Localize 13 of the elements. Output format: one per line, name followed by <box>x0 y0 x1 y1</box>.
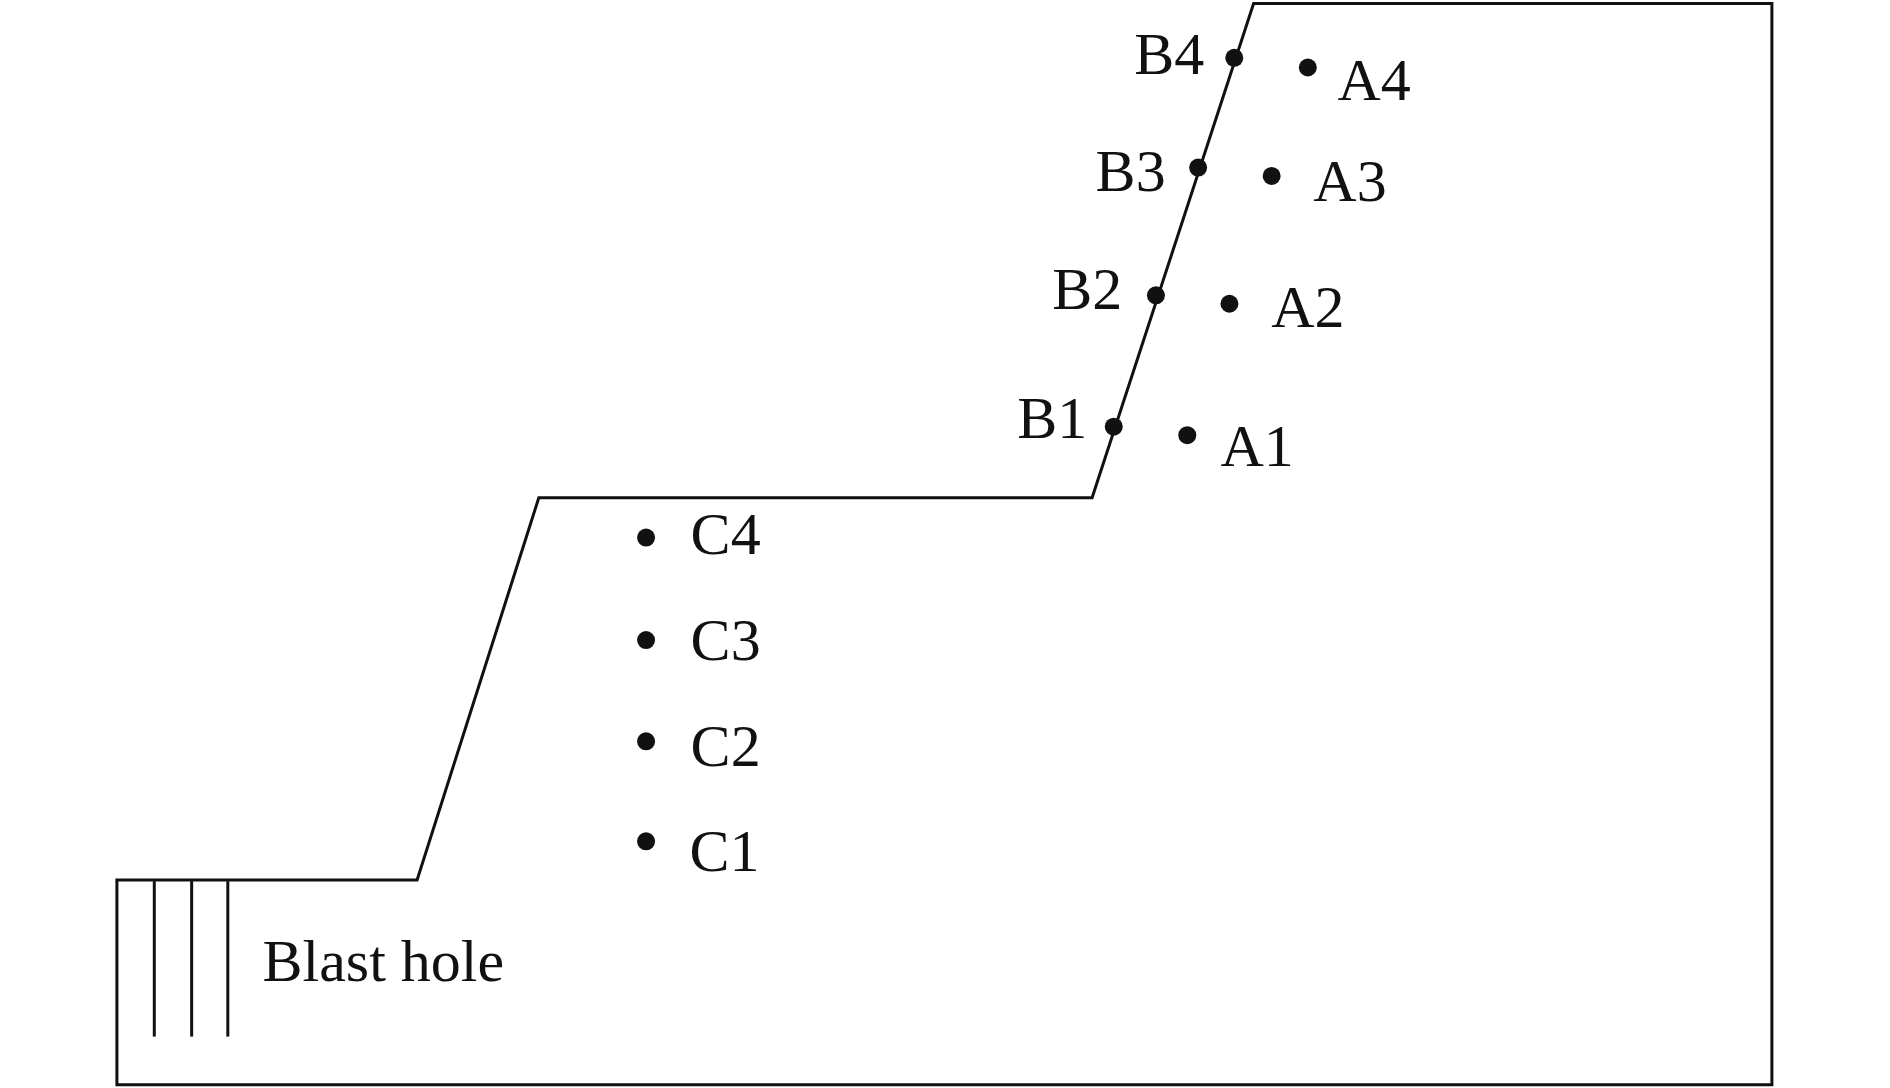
point-label: B3 <box>1095 141 1166 202</box>
point-label: B2 <box>1052 259 1123 320</box>
point-label: A4 <box>1337 49 1411 110</box>
point-label: C4 <box>690 503 761 564</box>
point-label: A3 <box>1313 150 1387 211</box>
point-label: A2 <box>1271 277 1345 338</box>
point-label: A1 <box>1220 415 1294 476</box>
point-label: B1 <box>1017 388 1088 449</box>
blast-hole-label: Blast hole <box>262 930 505 991</box>
point-label: C1 <box>689 820 760 881</box>
point-label: C2 <box>690 716 761 777</box>
point-label: B4 <box>1134 24 1205 85</box>
point-label: C3 <box>690 610 761 671</box>
